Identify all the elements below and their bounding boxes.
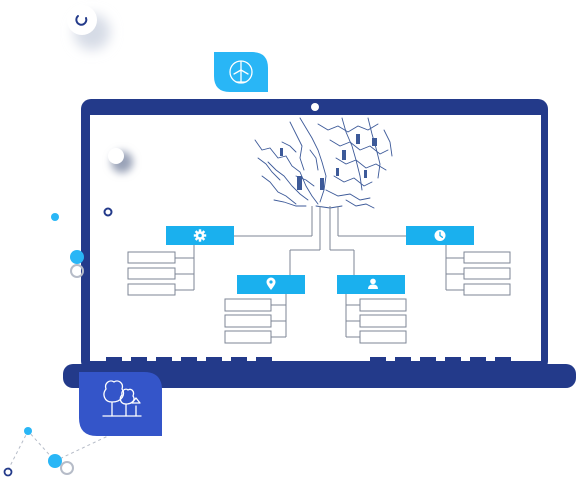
field-box xyxy=(224,314,272,328)
field-box xyxy=(359,330,407,344)
location-pin-icon xyxy=(266,277,276,290)
diagram-connectors xyxy=(234,206,406,276)
spinner-bubble xyxy=(67,5,110,50)
field-box xyxy=(127,251,176,264)
field-box xyxy=(224,298,272,312)
field-box xyxy=(359,314,407,328)
field-box xyxy=(463,251,511,264)
field-box xyxy=(359,298,407,312)
node-location xyxy=(224,275,305,344)
decor-network xyxy=(3,427,109,477)
field-box xyxy=(127,283,176,296)
field-box xyxy=(463,267,511,280)
laptop-base xyxy=(63,364,576,388)
field-box xyxy=(127,267,176,280)
field-box xyxy=(224,330,272,344)
trees-icon xyxy=(102,380,142,417)
clock-icon xyxy=(434,230,446,241)
gear-icon xyxy=(193,229,207,242)
webcam xyxy=(311,103,319,111)
map-blocks xyxy=(280,134,377,190)
field-box xyxy=(463,283,511,296)
loading-arc-icon xyxy=(75,15,88,26)
wind-turbine-icon xyxy=(229,60,253,84)
user-icon xyxy=(368,278,378,289)
node-settings xyxy=(127,226,234,296)
wind-turbine-badge xyxy=(214,52,268,92)
trees-badge xyxy=(79,372,162,436)
node-person xyxy=(337,275,407,344)
keyboard-strip xyxy=(106,357,511,361)
floating-orb xyxy=(108,148,133,173)
decor-dots-left xyxy=(51,207,113,278)
node-time xyxy=(406,226,511,296)
